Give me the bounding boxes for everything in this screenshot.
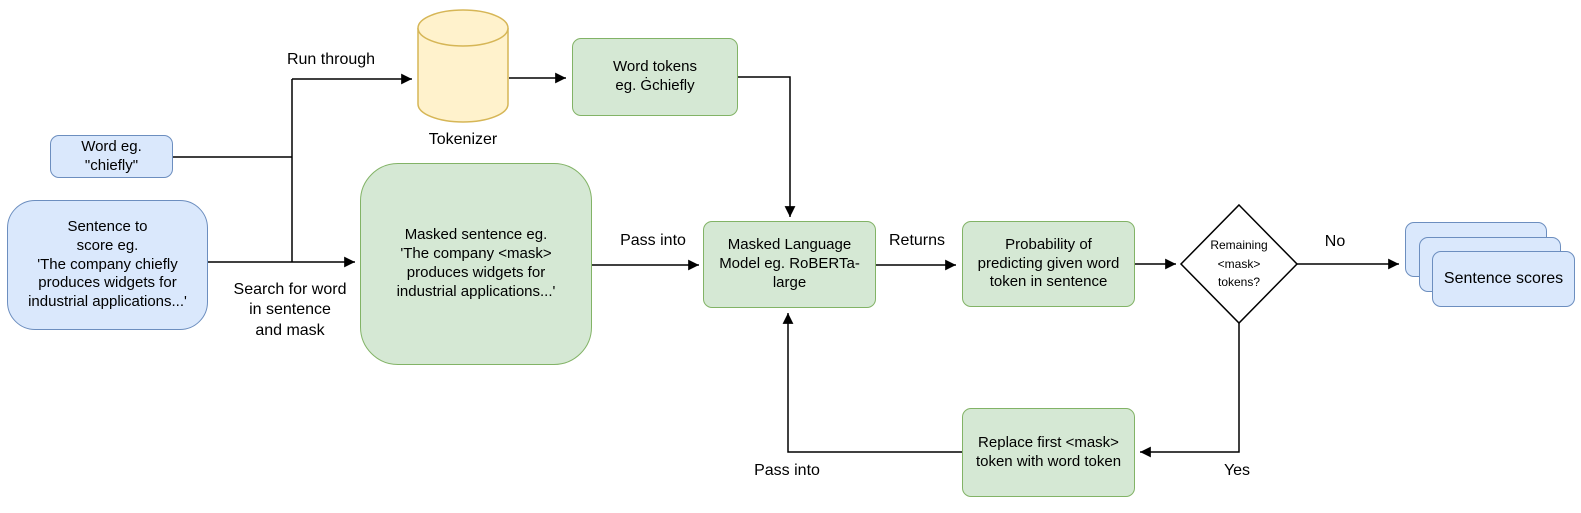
edge-word-tokens-to-mlm	[738, 76, 796, 217]
tokenizer-cylinder	[417, 9, 509, 123]
node-replace-mask: Replace first <mask> token with word tok…	[962, 408, 1135, 497]
edge-decision-yes	[1140, 323, 1240, 458]
node-masked-sentence: Masked sentence eg. 'The company <mask> …	[360, 163, 592, 365]
node-masked-language-model: Masked Language Model eg. RoBERTa- large	[703, 221, 876, 308]
tokenizer-label: Tokenizer	[428, 131, 498, 148]
edge-replace-to-mlm	[782, 313, 962, 453]
node-word-input: Word eg. "chiefly"	[50, 135, 173, 178]
edge-label-pass-into-loop: Pass into	[754, 462, 820, 479]
decision-label: Remaining <mask> tokens?	[1210, 238, 1268, 290]
node-word-tokens: Word tokens eg. Ġchiefly	[572, 38, 738, 116]
edge-label-yes: Yes	[1223, 462, 1251, 479]
sentence-scores-card-front: Sentence scores	[1432, 251, 1575, 307]
node-sentence-input: Sentence to score eg. 'The company chief…	[7, 200, 208, 330]
edge-label-returns: Returns	[888, 232, 946, 249]
edge-label-search-and-mask: Search for word in sentence and mask	[233, 281, 347, 339]
edge-label-pass-into-model: Pass into	[620, 232, 686, 249]
node-probability: Probability of predicting given word tok…	[962, 221, 1135, 307]
edge-label-run-through: Run through	[286, 51, 376, 68]
edge-label-no: No	[1324, 233, 1346, 250]
decision-diamond	[1179, 203, 1299, 325]
